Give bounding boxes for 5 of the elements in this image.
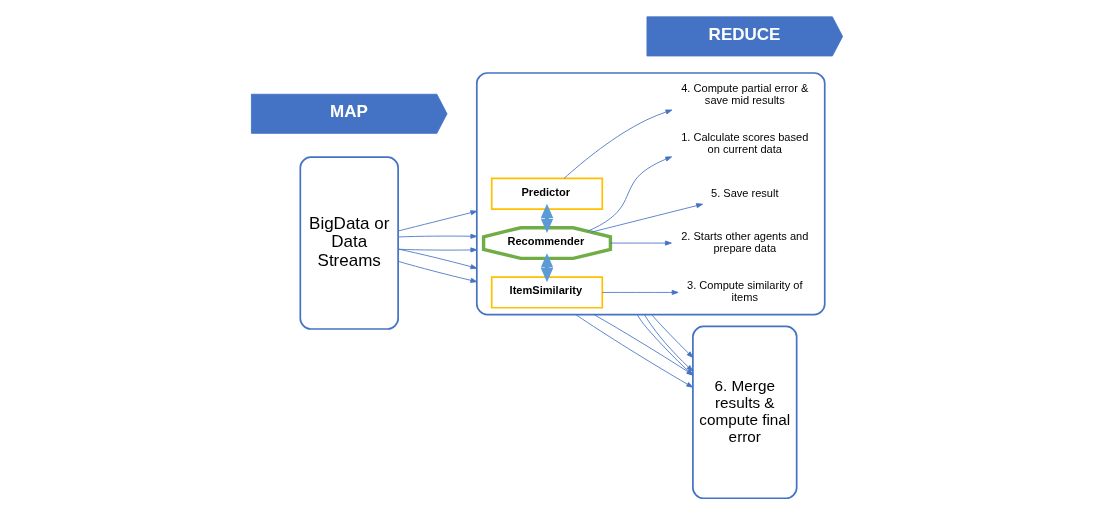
node-text: 3. Compute similarity of items: [687, 279, 803, 304]
node-text: 5. Save result: [711, 186, 779, 199]
node-text: 1. Calculate scores based on current data: [681, 131, 809, 156]
node-text: 4. Compute partial error & save mid results: [681, 82, 809, 106]
node-text: 2. Starts other agents and prepare data: [681, 230, 809, 254]
